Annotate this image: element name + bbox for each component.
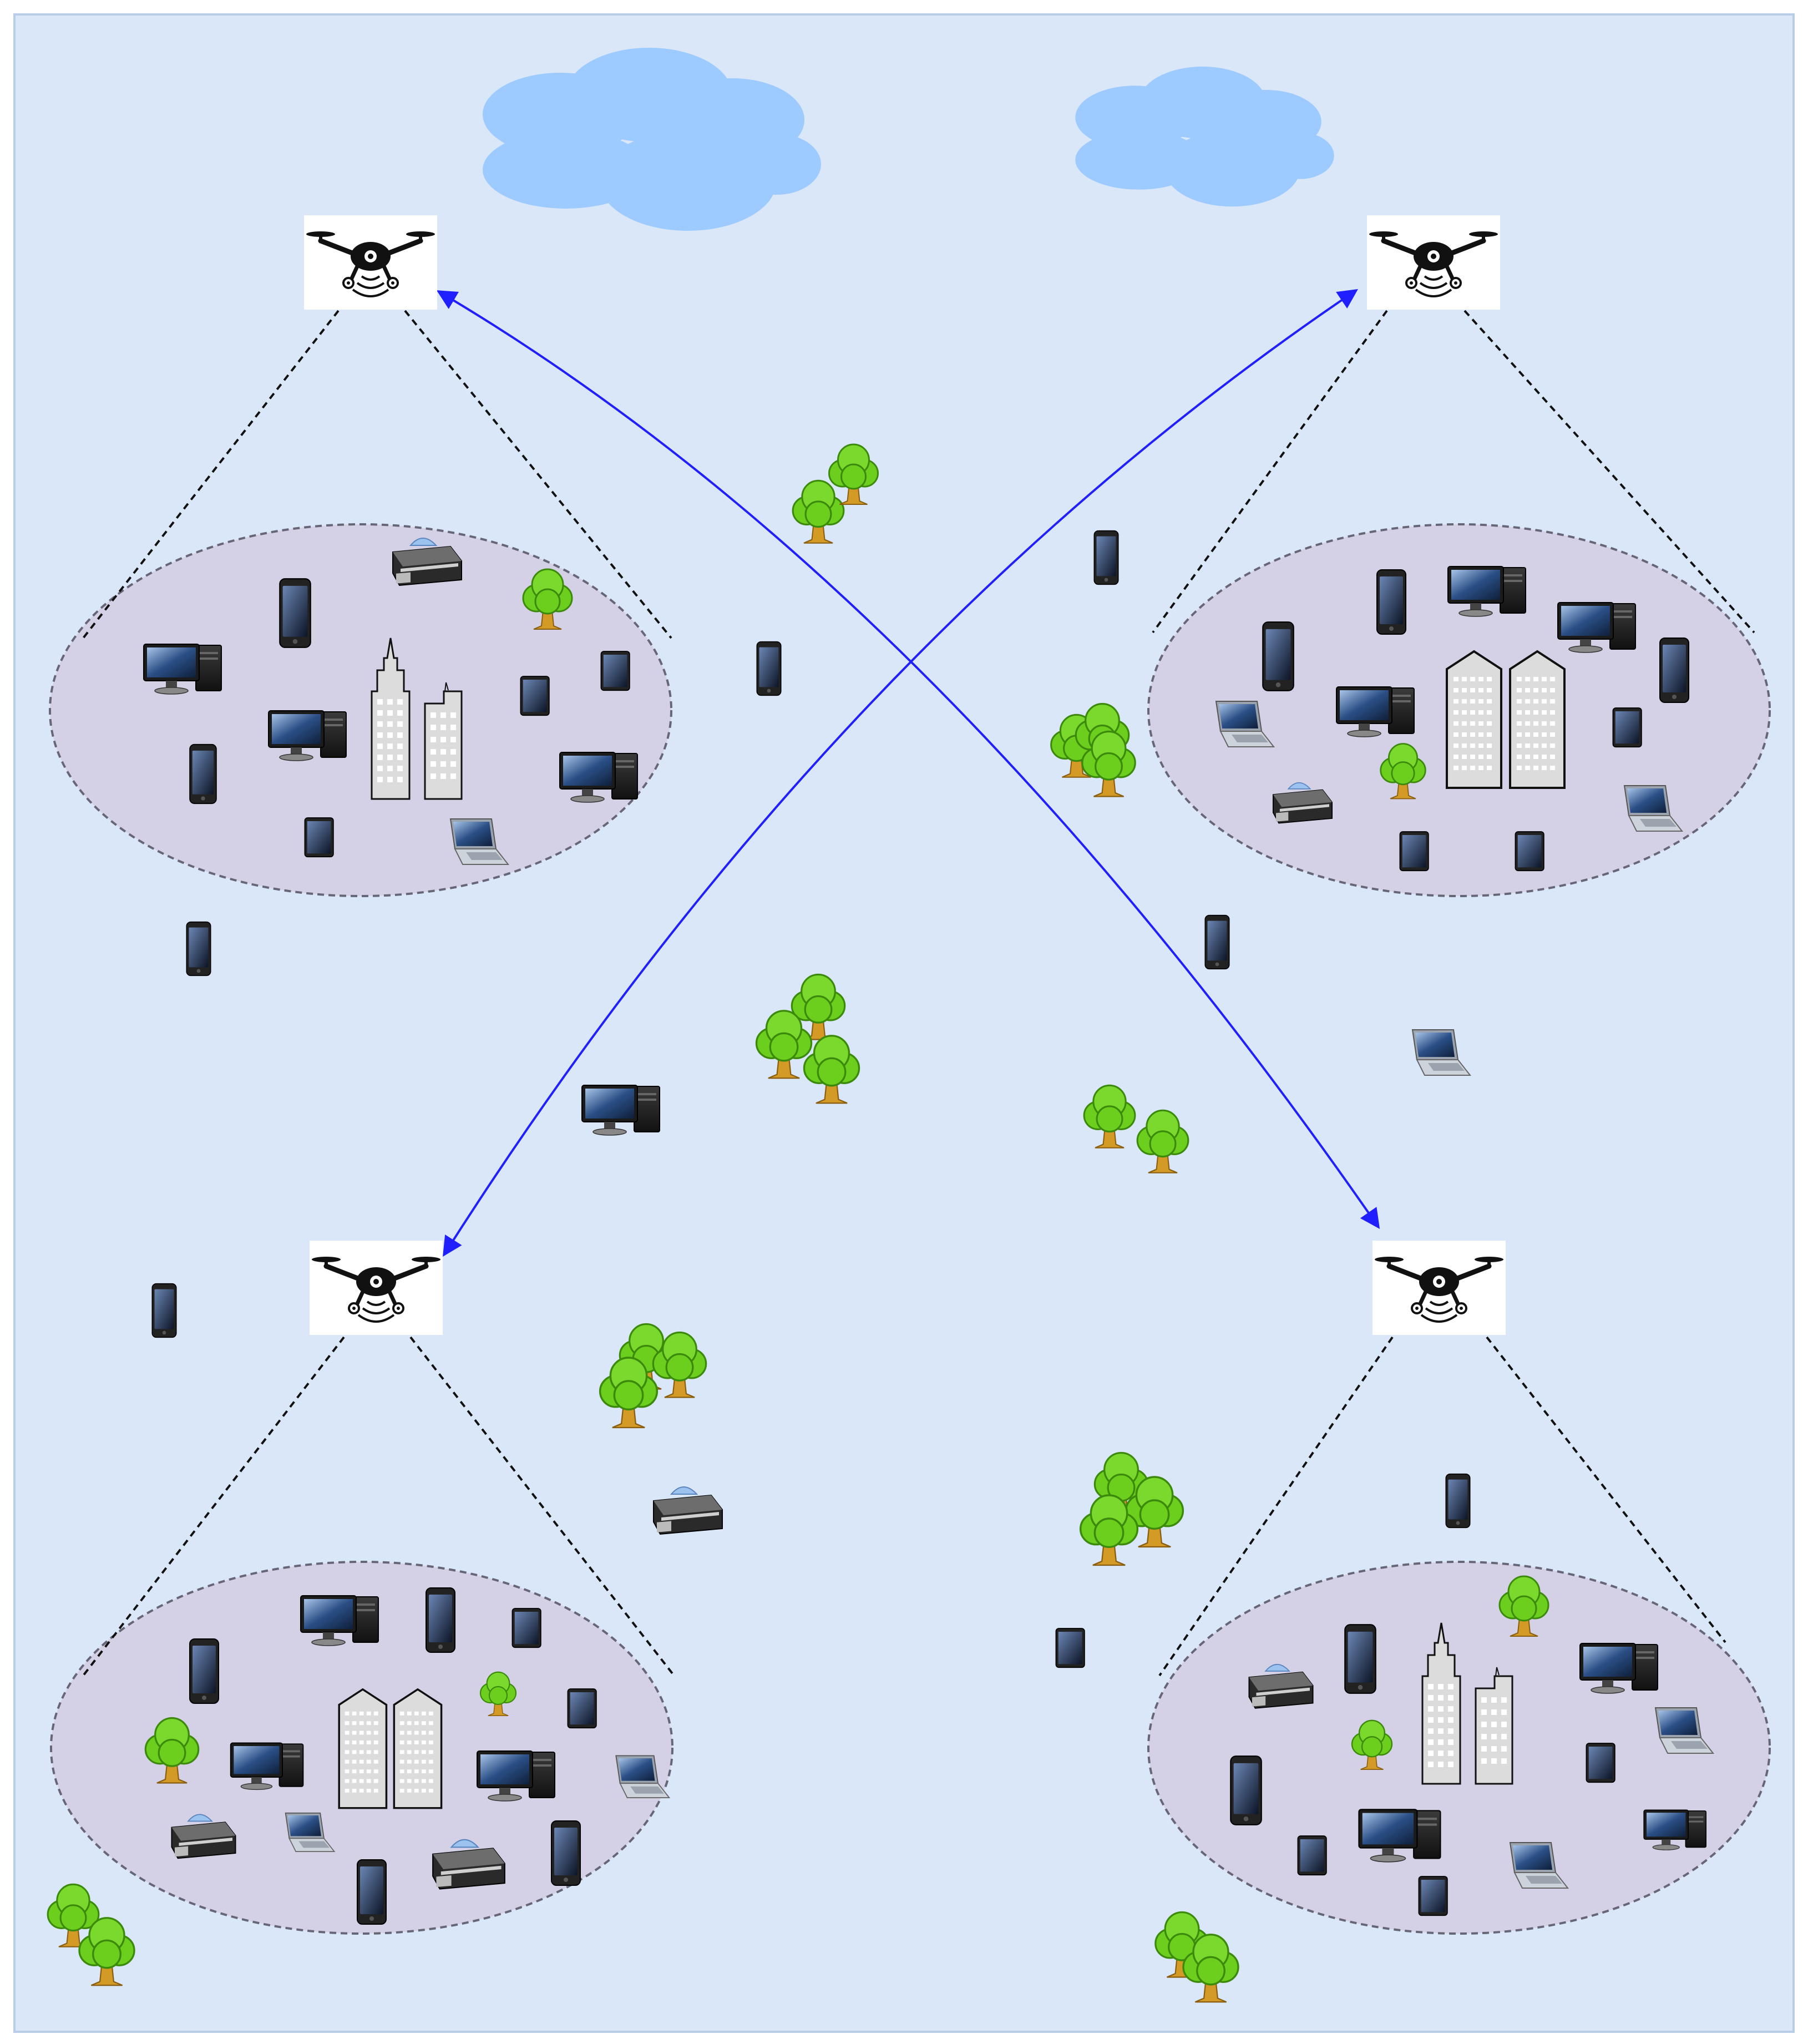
tablet-icon — [600, 651, 630, 691]
tablet-icon — [1055, 1628, 1085, 1668]
smartphone-icon — [551, 1820, 581, 1886]
tablet-icon — [511, 1608, 541, 1648]
smartphone-icon — [357, 1859, 387, 1925]
tablet-icon — [520, 676, 550, 716]
tablet-icon — [1612, 707, 1642, 748]
smartphone-icon — [189, 1638, 219, 1704]
drone-icon — [1373, 1241, 1506, 1335]
smartphone-icon — [1204, 914, 1230, 970]
smartphone-icon — [425, 1587, 456, 1653]
smartphone-icon — [1344, 1624, 1376, 1694]
cluster-top-left — [49, 523, 672, 897]
link-uav-bottom-left-to-top-right — [443, 289, 1358, 1257]
tablet-icon — [1399, 831, 1429, 872]
smartphone-icon — [279, 578, 311, 648]
drone-icon — [1367, 215, 1500, 310]
tablet-icon — [1297, 1835, 1327, 1876]
tablet-icon — [1586, 1743, 1615, 1783]
smartphone-icon — [189, 743, 217, 805]
tablet-icon — [1515, 831, 1544, 872]
drone-icon — [304, 215, 437, 310]
tablet-icon — [567, 1688, 597, 1729]
smartphone-icon — [1230, 1755, 1262, 1825]
smartphone-icon — [756, 641, 782, 696]
smartphone-icon — [1445, 1473, 1471, 1529]
smartphone-icon — [1262, 621, 1294, 691]
tablet-icon — [1418, 1876, 1448, 1916]
tablet-icon — [304, 817, 334, 858]
smartphone-icon — [1093, 530, 1119, 585]
drone-icon — [310, 1241, 443, 1335]
smartphone-icon — [1376, 569, 1407, 635]
smartphone-icon — [186, 921, 211, 977]
smartphone-icon — [151, 1283, 177, 1338]
smartphone-icon — [1659, 638, 1689, 703]
